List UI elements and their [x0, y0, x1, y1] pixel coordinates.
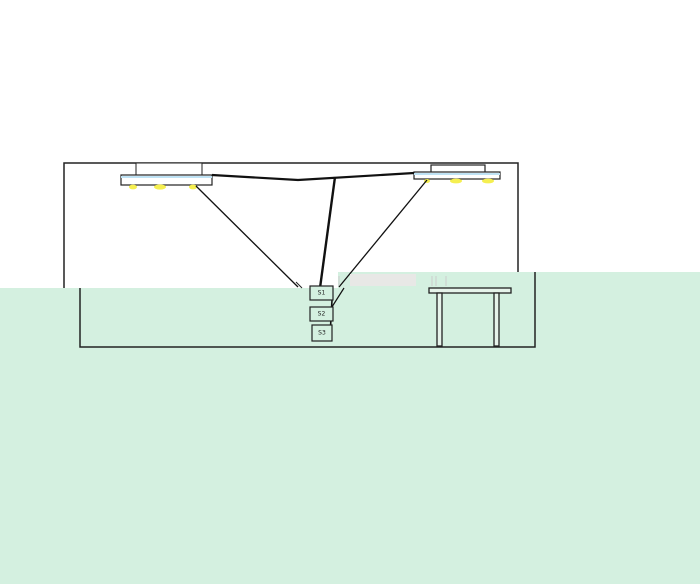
bulb-icon [154, 184, 166, 190]
switch-box-s3[interactable] [311, 324, 333, 342]
right-drop-wire [338, 179, 428, 288]
bulb-icon [189, 184, 197, 190]
switch-label: S3 [318, 330, 326, 337]
floor-upper-step [338, 272, 700, 292]
switch-label: S1 [318, 290, 326, 297]
bulb-icon [129, 184, 137, 190]
junction-artifact [295, 274, 447, 289]
switch-box-s2[interactable] [309, 306, 334, 322]
switch-box-s1[interactable] [309, 285, 334, 301]
left-light-fixture [120, 162, 213, 190]
left-fixture-panel [120, 174, 213, 186]
center-drop-wire [318, 176, 337, 289]
upper-room-outline [63, 162, 519, 288]
bulb-icon [450, 178, 462, 184]
switch-label: S2 [318, 311, 326, 318]
table-leg-left [436, 292, 443, 347]
switch-panel: S1 S2 S3 [309, 285, 334, 342]
upper-wall-line [63, 162, 519, 288]
floor-lower [0, 288, 700, 584]
bulb-icon [482, 178, 494, 184]
ceiling-wire [211, 171, 415, 182]
lower-room-outline [79, 272, 536, 348]
table-leg-right [493, 292, 500, 347]
lower-wall-line [79, 272, 536, 348]
table-top [428, 287, 512, 294]
floor-area [0, 272, 700, 584]
right-light-fixture [413, 164, 501, 184]
junction-corner [295, 281, 303, 289]
switch-link-wire [329, 287, 345, 311]
left-fixture-mount [135, 162, 203, 177]
junction-label-box [350, 274, 416, 286]
table [428, 287, 512, 347]
left-drop-wire [195, 185, 299, 288]
